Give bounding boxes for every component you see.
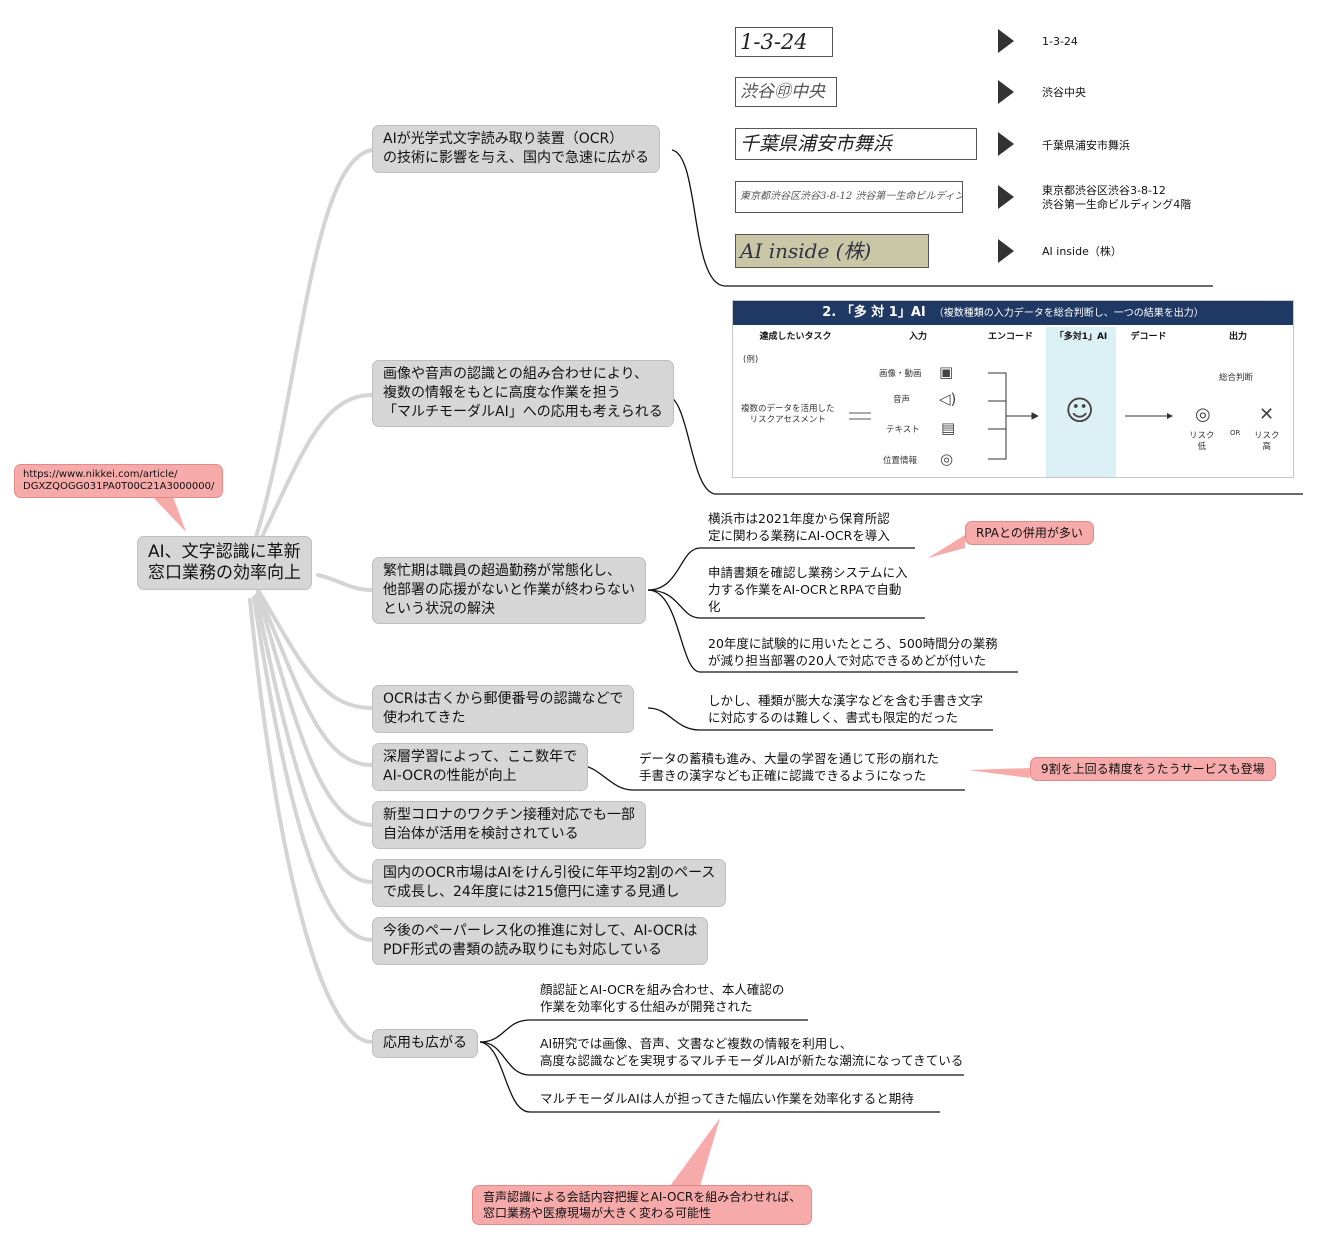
leaf-postal-limit[interactable]: しかし、種類が膨大な漢字などを含む手書き文字 に対応するのは難しく、書式も限定的… <box>708 693 984 725</box>
cross-icon: ✕ <box>1259 404 1275 425</box>
leaf-yokohama[interactable]: 横浜市は2021年度から保育所認 定に関わる業務にAI-OCRを導入 <box>708 511 890 543</box>
circle-icon: ◎ <box>1195 404 1211 425</box>
branch-ocr-impact[interactable]: AIが光学式文字読み取り装置（OCR） の技術に影響を与え、国内で急速に広がる <box>372 125 660 173</box>
multimodal-ai-panel: 2. 「多 対 1」AI（複数種類の入力データを総合判断し、一つの結果を出力） … <box>732 300 1294 478</box>
output-title: 総合判断 <box>1219 373 1254 383</box>
input-location: 位置情報 <box>883 456 918 466</box>
image-icon: ▣ <box>939 363 954 381</box>
column-output: 出力 <box>1228 332 1247 342</box>
column-decode: デコード <box>1130 332 1167 342</box>
branch-multimodal[interactable]: 画像や音声の認識との組み合わせにより、 複数の情報をもとに高度な作業を担う 「マ… <box>372 360 674 427</box>
encode-connector <box>988 372 1038 460</box>
arrow-right-icon <box>998 239 1014 263</box>
arrow-right-icon <box>998 80 1014 104</box>
risk-low: リスク 低 <box>1189 431 1215 452</box>
callout-rpa[interactable]: RPAとの併用が多い <box>965 521 1094 545</box>
handwriting-sample: 千葉県浦安市舞浜 <box>735 128 977 160</box>
source-url-callout[interactable]: https://www.nikkei.com/article/ DGXZQOGG… <box>14 464 224 498</box>
root-node[interactable]: AI、文字認識に革新 窓口業務の効率向上 <box>137 536 312 590</box>
input-text: テキスト <box>886 425 920 435</box>
task-text: 複数のデータを活用した リスクアセスメント <box>741 404 835 425</box>
branch-vaccine[interactable]: 新型コロナのワクチン接種対応でも一部 自治体が活用を検討されている <box>372 801 646 849</box>
input-audio: 音声 <box>893 395 911 405</box>
recognized-text: 渋谷中央 <box>1042 86 1086 99</box>
arrow-right-icon <box>998 132 1014 156</box>
leaf-multimodal-trend[interactable]: AI研究では画像、音声、文書など複数の情報を利用し、 高度な認識などを実現するマ… <box>540 1036 964 1068</box>
leaf-data-accumulation[interactable]: データの蓄積も進み、大量の学習を通じて形の崩れた 手書きの漢字なども正確に認識で… <box>639 751 940 783</box>
column-task: 達成したいタスク <box>759 332 832 342</box>
task-equals-icon <box>849 412 871 420</box>
risk-high: リスク 高 <box>1254 431 1280 452</box>
leaf-500-hours[interactable]: 20年度に試験的に用いたところ、500時間分の業務 が減り担当部署の20人で対応… <box>708 636 998 668</box>
handwriting-sample: 渋谷㊞中央 <box>735 77 837 107</box>
handwriting-sample: 1-3-24 <box>735 27 833 57</box>
recognized-text: AI inside（株） <box>1042 245 1122 258</box>
recognized-text: 東京都渋谷区渋谷3-8-12 渋谷第一生命ビルディング4階 <box>1042 184 1192 211</box>
branch-apps[interactable]: 応用も広がる <box>372 1029 478 1058</box>
callout-accuracy[interactable]: 9割を上回る精度をうたうサービスも登場 <box>1030 757 1276 781</box>
leaf-multimodal-expectation[interactable]: マルチモーダルAIは人が担ってきた幅広い作業を効率化すると期待 <box>540 1091 914 1106</box>
column-input: 入力 <box>908 332 927 342</box>
panel-subtitle: （複数種類の入力データを総合判断し、一つの結果を出力） <box>933 308 1204 319</box>
column-many-to-one: 「多対1」AI <box>1054 332 1108 342</box>
many-to-one-highlight <box>1046 327 1116 477</box>
arrow-right-icon <box>998 185 1014 209</box>
leaf-rpa-automation[interactable]: 申請書類を確認し業務システムに入 力する作業をAI-OCRとRPAで自動 化 <box>708 565 908 614</box>
input-image-video: 画像・動画 <box>879 369 922 379</box>
recognized-text: 千葉県浦安市舞浜 <box>1042 139 1130 152</box>
ai-brain-icon: ☺ <box>1065 394 1095 427</box>
document-icon: ▤ <box>941 419 956 437</box>
column-encode: エンコード <box>987 332 1033 342</box>
decode-arrow <box>1125 413 1173 419</box>
branch-overtime[interactable]: 繁忙期は職員の超過勤務が常態化し、 他部署の応援がないと作業が終わらない という… <box>372 557 646 624</box>
example-label: (例) <box>743 355 759 365</box>
branch-postal[interactable]: OCRは古くから郵便番号の認識などで 使われてきた <box>372 685 635 733</box>
compass-icon: ◎ <box>940 450 954 468</box>
leaf-face-auth[interactable]: 顔認証とAI-OCRを組み合わせ、本人確認の 作業を効率化する仕組みが開発された <box>540 982 785 1014</box>
callout-voice-ocr[interactable]: 音声認識による会話内容把握とAI-OCRを組み合わせれば、 窓口業務や医療現場が… <box>472 1185 813 1225</box>
arrow-right-icon <box>998 29 1014 53</box>
handwriting-sample: AI inside (株) <box>735 234 929 268</box>
handwriting-sample: 東京都渋谷区渋谷3-8-12 渋谷第一生命ビルディング4階 <box>735 181 963 213</box>
or-label: OR <box>1230 429 1241 437</box>
recognized-text: 1-3-24 <box>1042 35 1078 48</box>
branch-market[interactable]: 国内のOCR市場はAIをけん引役に年平均2割のペース で成長し、24年度には21… <box>372 859 727 907</box>
panel-title: 2. 「多 対 1」AI <box>822 305 926 320</box>
panel-header: 2. 「多 対 1」AI （複数種類の入力データを総合判断し、一つの結果を出力） <box>733 301 1293 325</box>
speaker-icon: ◁) <box>939 390 957 408</box>
branch-paperless[interactable]: 今後のペーパーレス化の推進に対して、AI-OCRは PDF形式の書類の読み取りに… <box>372 917 709 965</box>
branch-deep-learning[interactable]: 深層学習によって、ここ数年で AI-OCRの性能が向上 <box>372 743 589 791</box>
